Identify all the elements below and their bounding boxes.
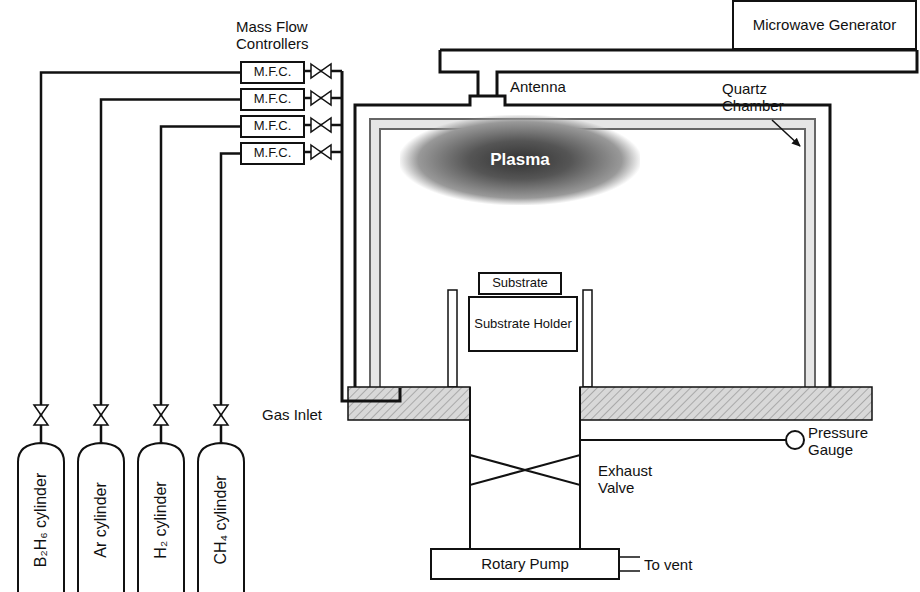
part-label: To vent (644, 556, 714, 573)
exhaust-pipe (470, 387, 580, 548)
gas-cylinder: H₂ cylinder (136, 440, 186, 592)
node-text: M.F.C. (254, 146, 292, 161)
substrate-box: Substrate (478, 272, 562, 295)
part-label: Exhaust Valve (598, 462, 678, 497)
gas-cylinder: CH₄ cylinder (196, 440, 246, 592)
gas-line (41, 73, 240, 444)
exhaust-valve (470, 455, 580, 485)
node-text: H₂ cylinder (152, 481, 170, 558)
generator-box: Microwave Generator (732, 0, 917, 50)
mfc-box: M.F.C. (240, 61, 305, 84)
gas-line (221, 154, 240, 444)
node-text: M.F.C. (254, 65, 292, 80)
gas-cylinder: B₂H₆ cylinder (16, 440, 66, 592)
node-text: Plasma (490, 150, 550, 170)
node-text: Ar cylinder (92, 482, 110, 558)
part-label: Gas Inlet (262, 406, 342, 423)
cylinder-valve (94, 405, 108, 425)
node-text: B₂H₆ cylinder (32, 473, 50, 567)
chamber-housing (355, 96, 830, 387)
plasma-glow: Plasma (400, 115, 640, 205)
node-text: M.F.C. (254, 119, 292, 134)
gas-inlet-line (342, 71, 400, 401)
part-label: Mass Flow Controllers (236, 18, 336, 53)
node-text: Rotary Pump (481, 555, 569, 572)
holder-box: Substrate Holder (468, 296, 578, 352)
part-label: Quartz Chamber (722, 80, 802, 115)
gas-cylinder: Ar cylinder (76, 440, 126, 592)
holder-post (583, 290, 592, 387)
base-plate (348, 387, 470, 420)
gas-line (101, 100, 240, 444)
holder-post (448, 290, 457, 387)
node-text: CH₄ cylinder (212, 475, 230, 564)
cylinder-valve (154, 405, 168, 425)
pump-box: Rotary Pump (430, 548, 620, 580)
mfc-box: M.F.C. (240, 115, 305, 138)
gauge-line (580, 439, 786, 441)
mfc-box: M.F.C. (240, 142, 305, 165)
part-label: Antenna (510, 78, 590, 95)
part-label: Pressure Gauge (808, 424, 908, 459)
waveguide (440, 50, 917, 96)
mfc-valve (311, 64, 331, 159)
mfc-box: M.F.C. (240, 88, 305, 111)
node-text: M.F.C. (254, 92, 292, 107)
gas-line (161, 127, 240, 444)
mfc-outlet-lines (305, 71, 342, 152)
vent-lines (620, 557, 640, 571)
node-text: Microwave Generator (753, 16, 896, 33)
base-plate (580, 387, 872, 420)
pressure-gauge (786, 431, 804, 449)
leader-arrow (772, 120, 800, 146)
cylinder-valve (34, 405, 48, 425)
node-text: Substrate Holder (474, 317, 572, 332)
cylinder-valve (214, 405, 228, 425)
node-text: Substrate (492, 276, 548, 291)
